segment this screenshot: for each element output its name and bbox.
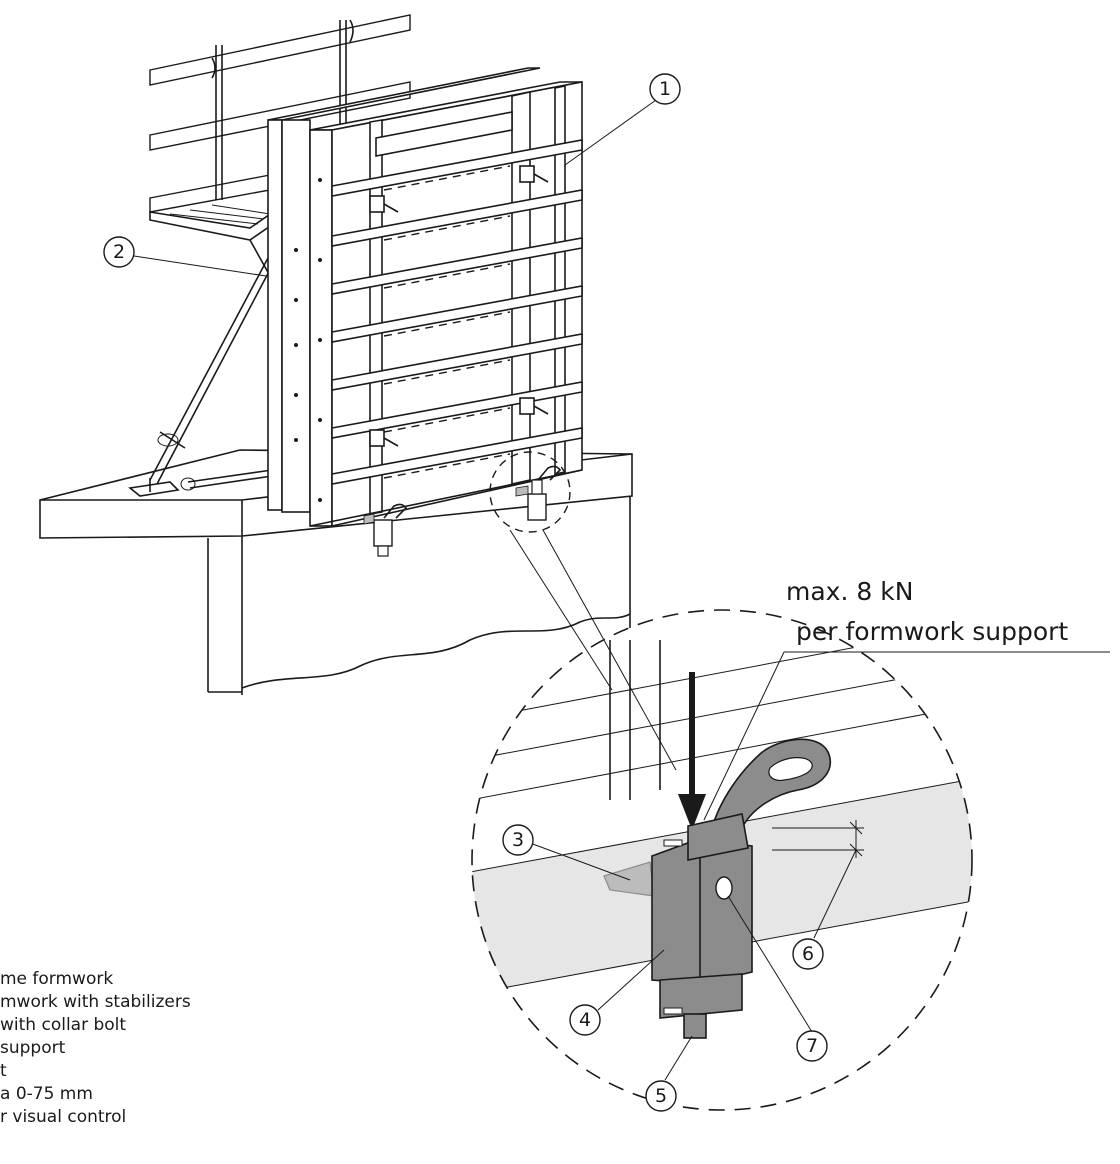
legend-item-1: me formwork xyxy=(0,969,113,989)
panel-clamps xyxy=(369,165,549,447)
legend-item-2: mwork with stabilizers xyxy=(0,992,191,1012)
back-formwork-panel xyxy=(267,67,541,513)
svg-text:2: 2 xyxy=(113,241,125,263)
callout-4: 4 xyxy=(569,1004,601,1036)
legend-item-4: support xyxy=(0,1038,66,1058)
svg-text:1: 1 xyxy=(659,78,671,100)
svg-text:6: 6 xyxy=(802,943,814,965)
load-label-per-support: per formwork support xyxy=(796,617,1068,646)
callout-2: 2 xyxy=(103,236,135,268)
callout-3: 3 xyxy=(502,824,534,856)
load-label-max: max. 8 kN xyxy=(786,577,913,606)
detail-view xyxy=(471,609,973,1111)
load-arrow xyxy=(678,672,706,830)
formwork-support xyxy=(651,813,753,1039)
detail-indicator-circle xyxy=(489,451,571,533)
horizontal-ribs xyxy=(331,139,583,485)
visual-control-hole xyxy=(715,876,733,900)
dimension-marks xyxy=(772,820,864,858)
load-label: max. 8 kN per formwork support xyxy=(703,577,1110,821)
frame-formwork xyxy=(309,81,583,527)
callout-5: 5 xyxy=(645,1080,677,1112)
legend-item-5: t xyxy=(0,1061,7,1081)
push-pull-prop xyxy=(128,257,275,497)
formwork-support-small-left xyxy=(363,503,408,557)
callout-7: 7 xyxy=(796,1030,828,1062)
callout-6: 6 xyxy=(792,938,824,970)
legend-item-6: a 0-75 mm xyxy=(0,1084,93,1104)
legend: me formwork mwork with stabilizers with … xyxy=(0,969,191,1127)
legend-item-7: r visual control xyxy=(0,1107,126,1127)
legend-item-3: with collar bolt xyxy=(0,1015,126,1035)
svg-text:5: 5 xyxy=(655,1085,667,1107)
callout-1: 1 xyxy=(649,73,681,105)
svg-text:3: 3 xyxy=(512,829,524,851)
svg-text:7: 7 xyxy=(806,1035,818,1057)
formwork-support-small-right xyxy=(515,465,562,521)
svg-text:4: 4 xyxy=(579,1009,591,1031)
